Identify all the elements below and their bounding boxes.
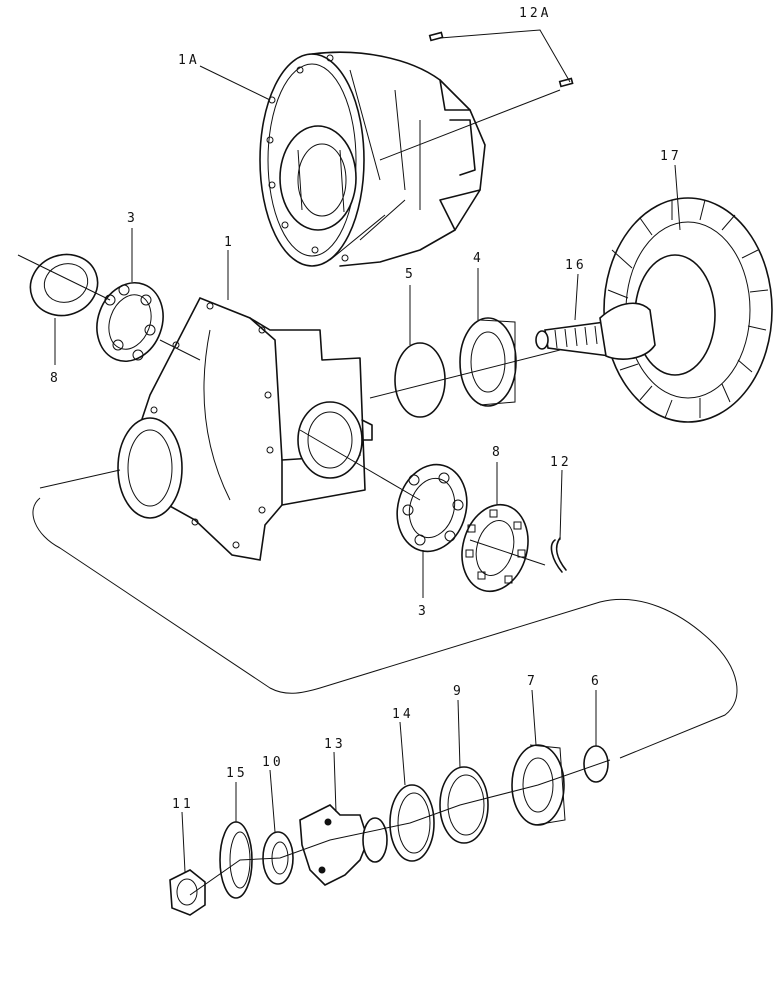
label-1a: 1A bbox=[178, 53, 200, 68]
carrier-housing-1 bbox=[117, 296, 373, 561]
label-8-left: 8 bbox=[50, 371, 61, 386]
label-17: 17 bbox=[660, 149, 682, 164]
label-8-right: 8 bbox=[492, 445, 503, 460]
label-12: 12 bbox=[550, 455, 572, 470]
label-3-bottom: 3 bbox=[418, 604, 429, 619]
label-1: 1 bbox=[224, 235, 235, 250]
label-4: 4 bbox=[473, 251, 484, 266]
label-7: 7 bbox=[527, 674, 538, 689]
label-3-top: 3 bbox=[127, 211, 138, 226]
flange-yoke-13 bbox=[299, 804, 388, 886]
label-5: 5 bbox=[405, 267, 416, 282]
roll-pins-12a bbox=[428, 31, 574, 88]
label-10: 10 bbox=[262, 755, 284, 770]
seal-14 bbox=[389, 784, 435, 862]
label-14: 14 bbox=[392, 707, 414, 722]
label-15: 15 bbox=[226, 766, 248, 781]
seal-8-left bbox=[29, 253, 99, 317]
washer-15 bbox=[219, 821, 253, 899]
label-16: 16 bbox=[565, 258, 587, 273]
label-6: 6 bbox=[591, 674, 602, 689]
cotter-pin-12 bbox=[550, 537, 567, 573]
bearing-3-bottom bbox=[396, 463, 468, 553]
bearing-4 bbox=[459, 317, 517, 407]
pinion-shaft-16 bbox=[535, 302, 656, 360]
snap-ring-6 bbox=[583, 745, 609, 783]
label-13: 13 bbox=[324, 737, 346, 752]
label-11: 11 bbox=[172, 797, 194, 812]
race-9 bbox=[439, 766, 489, 844]
nut-11 bbox=[169, 869, 206, 916]
differential-case-1a bbox=[259, 51, 486, 267]
label-9: 9 bbox=[453, 684, 464, 699]
bearing-3-top bbox=[96, 282, 164, 362]
leader-lines bbox=[17, 29, 681, 896]
snap-ring-5 bbox=[394, 342, 446, 418]
label-12a: 12A bbox=[519, 6, 551, 21]
assembly-group-outline bbox=[32, 497, 738, 759]
